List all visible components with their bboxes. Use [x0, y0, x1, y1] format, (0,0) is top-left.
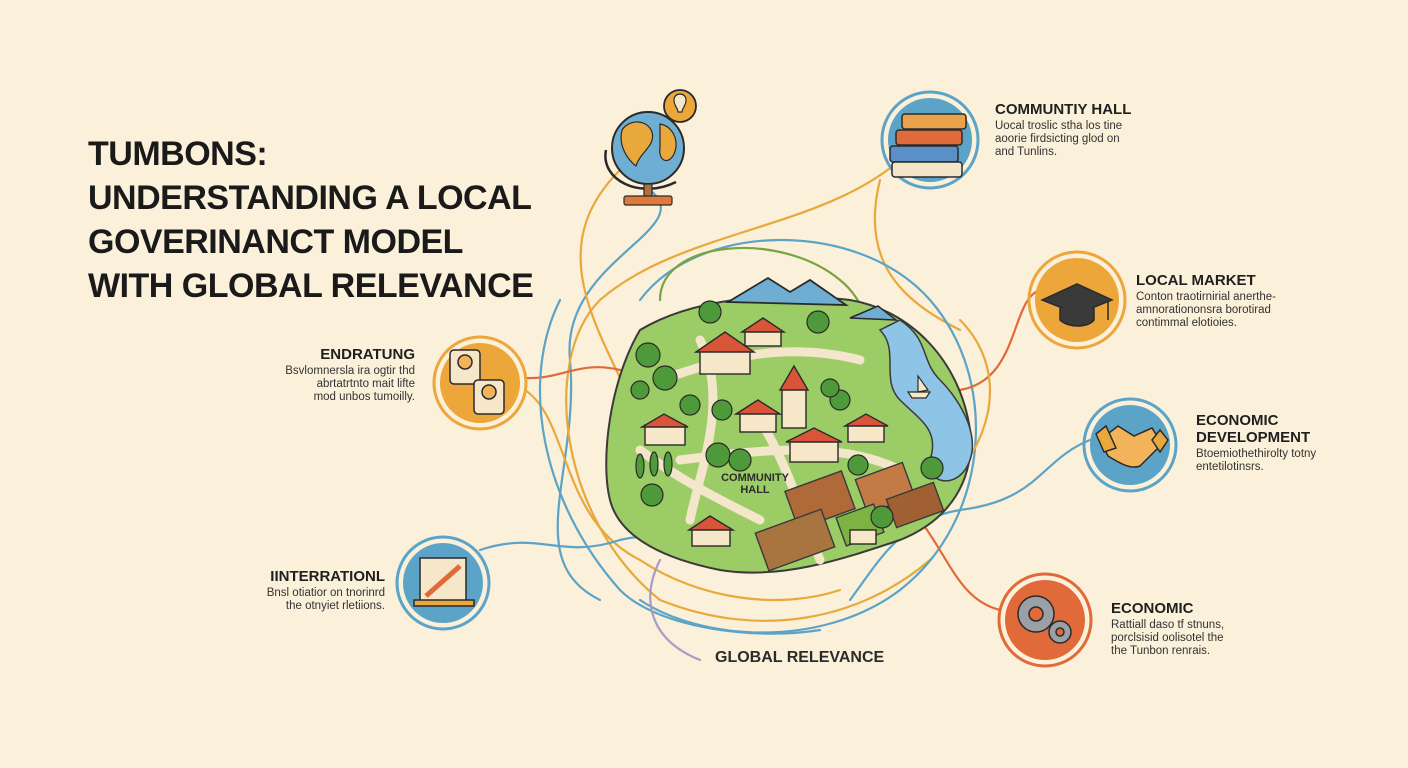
- handshake-icon: [1095, 424, 1169, 468]
- community-hall-body-1: Uocal troslic stha los tine: [995, 120, 1123, 132]
- local-market-heading: LOCAL MARKET: [1136, 272, 1256, 289]
- economic-development-heading-2: DEVELOPMENT: [1196, 429, 1311, 446]
- node-international: [395, 535, 491, 631]
- local-market-body-1: Conton traotirnirial anerthe-: [1136, 291, 1276, 303]
- books-icon: [889, 113, 967, 178]
- node-endratung: [432, 335, 528, 431]
- page-title: TUMBONS: UNDERSTANDING A LOCAL GOVERINAN…: [88, 132, 534, 308]
- economic-development-body-2: entetilotinsrs.: [1196, 461, 1264, 473]
- people-icon: [449, 349, 505, 415]
- local-market-body-3: contimmal elotioies.: [1136, 317, 1237, 329]
- connector-lines: [478, 158, 1092, 662]
- tumbon-map: [605, 276, 974, 574]
- international-body-2: the otnyiet rletiions.: [285, 600, 385, 612]
- gears-icon: [1017, 595, 1072, 644]
- community-hall-heading: COMMUNTIY HALL: [995, 101, 1132, 118]
- local-market-body-2: amnorationonsra borotirad: [1136, 304, 1271, 316]
- title-line-2: UNDERSTANDING A LOCAL: [88, 179, 532, 217]
- label-endratung: ENDRATUNG Bsvlomnersla ira ogtir thd abr…: [230, 346, 415, 404]
- endratung-body-2: abrtatrtnto mait lifte: [316, 378, 415, 390]
- node-economic: [997, 572, 1093, 668]
- node-local-market: [1027, 250, 1127, 350]
- map-label-community: COMMUNITY: [721, 472, 789, 484]
- globe-icon: [604, 89, 697, 206]
- title-line-1: TUMBONS:: [88, 135, 268, 173]
- endratung-body-3: mod unbos tumoilly.: [313, 391, 415, 403]
- international-body-1: Bnsl otiatior on tnorinrd: [266, 587, 385, 599]
- global-relevance-label: GLOBAL RELEVANCE: [715, 649, 885, 666]
- graduation-cap-icon: [1040, 283, 1114, 327]
- label-international: IINTERRATIONL Bnsl otiatior on tnorinrd …: [210, 568, 385, 613]
- label-community-hall: COMMUNTIY HALL Uocal troslic stha los ti…: [995, 101, 1195, 159]
- map-community-hall-label: COMMUNITY HALL: [720, 472, 790, 496]
- international-heading: IINTERRATIONL: [270, 568, 385, 585]
- endratung-body-1: Bsvlomnersla ira ogtir thd: [285, 365, 415, 377]
- economic-heading: ECONOMIC: [1111, 600, 1194, 617]
- node-community-hall: [880, 90, 980, 190]
- endratung-heading: ENDRATUNG: [320, 346, 415, 363]
- community-hall-body-3: and Tunlins.: [995, 146, 1058, 158]
- economic-body-2: porclsisid oolisotel the: [1111, 632, 1224, 644]
- board-icon: [413, 557, 475, 607]
- economic-body-1: Rattiall daso tf stnuns,: [1111, 619, 1225, 631]
- economic-development-body-1: Btoemiothethirolty totny: [1196, 448, 1317, 460]
- economic-body-3: the Tunbon renrais.: [1111, 645, 1211, 657]
- economic-development-heading: ECONOMIC: [1196, 412, 1279, 429]
- label-economic: ECONOMIC Rattiall daso tf stnuns, porcls…: [1111, 600, 1311, 658]
- map-label-hall: HALL: [740, 484, 770, 496]
- node-economic-development: [1082, 397, 1178, 493]
- community-hall-body-2: aoorie firdsicting glod on: [995, 133, 1120, 145]
- label-local-market: LOCAL MARKET Conton traotirnirial anerth…: [1136, 272, 1356, 330]
- title-line-4: WITH GLOBAL RELEVANCE: [88, 267, 534, 305]
- title-line-3: GOVERINANCT MODEL: [88, 223, 463, 261]
- label-economic-development: ECONOMIC DEVELOPMENT Btoemiothethirolty …: [1196, 412, 1376, 474]
